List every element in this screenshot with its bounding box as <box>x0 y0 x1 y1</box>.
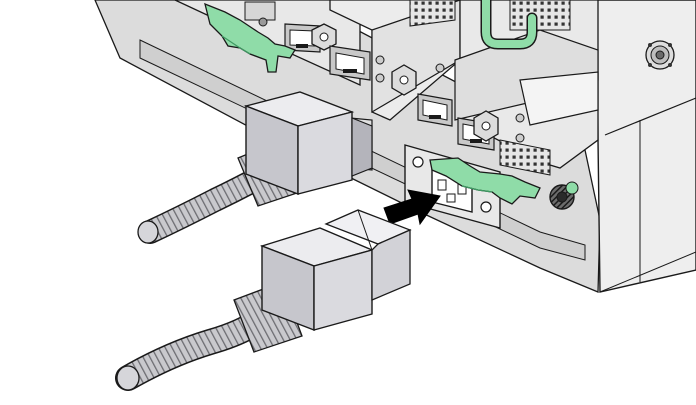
power-connector-icon <box>645 40 675 70</box>
ethernet-port-3 <box>417 93 453 127</box>
power-cord-lower <box>115 209 412 391</box>
knurled-thumbscrew <box>549 181 579 210</box>
io-module-right <box>454 0 599 176</box>
arrow-right-icon <box>383 189 441 226</box>
ethernet-port-2 <box>329 45 371 81</box>
green-latch-upper <box>204 2 296 73</box>
green-latch-lower <box>429 157 541 205</box>
power-cord-upper <box>137 91 373 244</box>
chassis-side-panel <box>596 0 696 293</box>
plug-lower-body <box>259 209 412 332</box>
plug-upper-body <box>243 91 373 196</box>
